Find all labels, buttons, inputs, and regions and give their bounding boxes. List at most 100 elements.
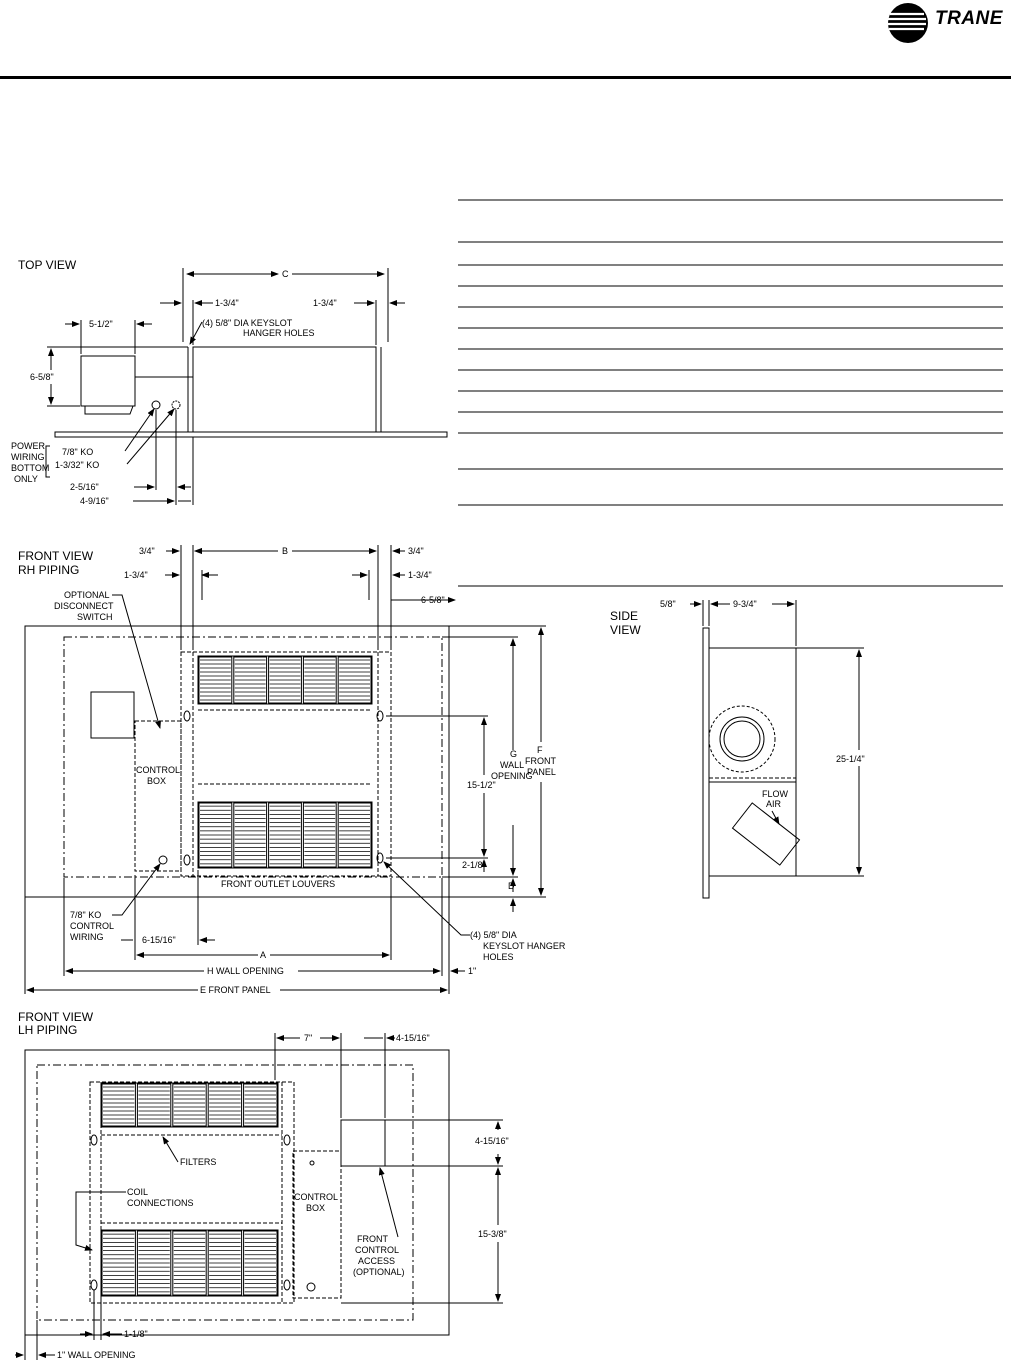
ko-label-3: WIRING xyxy=(70,932,104,942)
louver-panel xyxy=(207,1083,243,1127)
dim-rh-right-edge: 3/4" xyxy=(408,546,424,556)
dim-side-depth: 9-3/4" xyxy=(733,599,757,609)
front-f-1: F xyxy=(537,745,543,755)
dim-c: C xyxy=(282,269,289,279)
louver-panel xyxy=(136,1230,172,1296)
switch-label-3: SWITCH xyxy=(77,612,113,622)
dim-rh-left-inset: 1-3/4" xyxy=(124,570,148,580)
dim-rh-left-edge: 3/4" xyxy=(139,546,155,556)
louver-panel xyxy=(198,656,233,704)
dim-d: D xyxy=(508,881,515,891)
dim-top-left-inset: 1-3/4" xyxy=(215,298,239,308)
brand-name: TRANE xyxy=(935,8,1003,29)
front-f-3: PANEL xyxy=(527,767,556,777)
power-wiring-3: BOTTOM xyxy=(11,463,49,473)
e-panel-label: E FRONT PANEL xyxy=(200,985,271,995)
flow-label-1: FLOW xyxy=(762,789,789,799)
coil-label-2: CONNECTIONS xyxy=(127,1198,194,1208)
louver-panel xyxy=(268,656,302,704)
spec-table-rules xyxy=(458,199,1003,587)
front-view-lh: FRONT VIEW LH PIPING FILTERS COIL CONNEC… xyxy=(15,1010,509,1360)
side-title-1: SIDE xyxy=(610,609,638,623)
side-view: SIDE VIEW FLOW AIR 5/8" 9-3/4" 25-1/4" xyxy=(610,599,865,899)
dim-hanger-bottom: 2-1/8" xyxy=(462,860,486,870)
dim-lh-coil-offset: 1-1/8" xyxy=(124,1329,148,1339)
hanger-label-3: HOLES xyxy=(483,952,514,962)
dim-side-panel: 5/8" xyxy=(660,599,676,609)
top-hanger-note-2: HANGER HOLES xyxy=(243,328,315,338)
louvers-label: FRONT OUTLET LOUVERS xyxy=(221,879,335,889)
rh-title-1: FRONT VIEW xyxy=(18,549,94,563)
rh-control-box-1: CONTROL xyxy=(136,765,180,775)
louver-panel xyxy=(337,802,372,868)
louver-panel xyxy=(101,1083,136,1127)
h-wall-label: H WALL OPENING xyxy=(207,966,284,976)
louver-panel xyxy=(207,1230,243,1296)
dim-rh-ko-offset: 6-15/16" xyxy=(142,935,176,945)
dim-a: A xyxy=(260,950,266,960)
ko-small: 1-3/32" KO xyxy=(55,460,99,470)
front-view-rh: FRONT VIEW RH PIPING xyxy=(18,545,566,995)
louver-panel xyxy=(302,656,337,704)
louver-panel xyxy=(172,1083,207,1127)
dim-rh-right-inset: 1-3/4" xyxy=(408,570,432,580)
dim-bottom-gap: 1" xyxy=(468,966,476,976)
flow-label-2: AIR xyxy=(766,799,782,809)
louver-panel xyxy=(302,802,337,868)
lh-control-box-1: CONTROL xyxy=(294,1192,338,1202)
power-wiring-4: ONLY xyxy=(14,474,38,484)
dim-b: B xyxy=(282,546,288,556)
ko-label-1: 7/8" KO xyxy=(70,910,101,920)
wall-g-1: G xyxy=(510,749,517,759)
access-label-3: ACCESS xyxy=(358,1256,395,1266)
louver-panel xyxy=(268,802,302,868)
dim-box-width: 5-1/2" xyxy=(89,319,113,329)
coil-label-1: COIL xyxy=(127,1187,148,1197)
filters-label: FILTERS xyxy=(180,1157,216,1167)
header-rule xyxy=(0,76,1011,79)
dim-lh-top-offset: 7" xyxy=(304,1033,312,1043)
lh-title-1: FRONT VIEW xyxy=(18,1010,94,1024)
hanger-label-2: KEYSLOT HANGER xyxy=(483,941,566,951)
side-title-2: VIEW xyxy=(610,623,641,637)
rh-control-box-2: BOX xyxy=(147,776,166,786)
wall-g-2: WALL xyxy=(500,760,524,770)
louver-panel xyxy=(172,1230,207,1296)
dim-lh-access-height: 4-15/16" xyxy=(475,1136,509,1146)
dim-hanger-spacing: 15-1/2" xyxy=(467,780,496,790)
dim-lh-access-width: 4-15/16" xyxy=(396,1033,430,1043)
rh-title-2: RH PIPING xyxy=(18,563,79,577)
lh-title-2: LH PIPING xyxy=(18,1023,77,1037)
ko-label-2: CONTROL xyxy=(70,921,114,931)
dim-lh-wall-gap: 1" WALL OPENING xyxy=(57,1350,136,1360)
dim-box-depth: 6-5/8" xyxy=(30,372,54,382)
top-view-title: TOP VIEW xyxy=(18,258,77,272)
dim-ko-a: 2-5/16" xyxy=(70,482,99,492)
louver-panel xyxy=(101,1230,136,1296)
upper-louvers xyxy=(197,655,373,705)
hanger-label-1: (4) 5/8" DIA xyxy=(470,930,517,940)
access-label-2: CONTROL xyxy=(355,1245,399,1255)
louver-panel xyxy=(233,656,268,704)
dim-top-right-inset: 1-3/4" xyxy=(313,298,337,308)
switch-label-1: OPTIONAL xyxy=(64,590,110,600)
louver-panel xyxy=(337,656,372,704)
louver-panel xyxy=(136,1083,172,1127)
top-hanger-note-1: (4) 5/8" DIA KEYSLOT xyxy=(202,318,293,328)
switch-label-2: DISCONNECT xyxy=(54,601,114,611)
dim-rh-side-offset: 6-5/8" xyxy=(421,595,445,605)
dim-side-height: 25-1/4" xyxy=(836,754,865,764)
lower-louvers xyxy=(197,801,373,869)
louver-panel xyxy=(243,1083,278,1127)
power-wiring-1: POWER xyxy=(11,441,46,451)
wall-g-3: OPENING xyxy=(491,771,533,781)
access-label-4: (OPTIONAL) xyxy=(353,1267,405,1277)
dim-ko-b: 4-9/16" xyxy=(80,496,109,506)
ko-large: 7/8" KO xyxy=(62,447,93,457)
access-label-1: FRONT xyxy=(357,1234,388,1244)
trane-logo xyxy=(888,3,928,43)
louver-panel xyxy=(233,802,268,868)
louver-panel xyxy=(243,1230,278,1296)
lh-control-box-2: BOX xyxy=(306,1203,325,1213)
